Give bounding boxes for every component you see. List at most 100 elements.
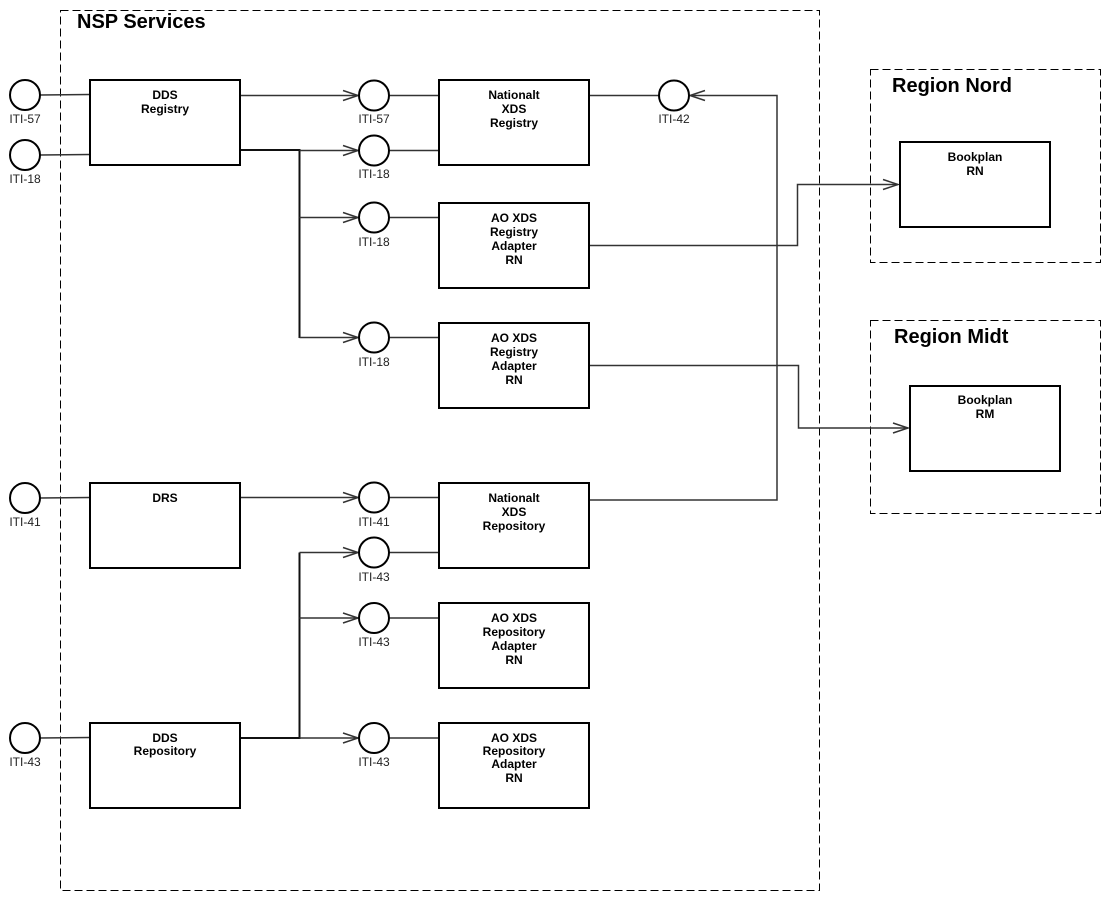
interface-label: ITI-43: [358, 570, 390, 584]
component-label: Repository: [483, 519, 546, 533]
interface-label: ITI-57: [9, 112, 41, 126]
interface-ao-reg1-iti18[interactable]: ITI-18: [358, 201, 390, 250]
component-ao-xds-repository-adapter-1[interactable]: AO XDS Repository Adapter RN: [438, 602, 590, 689]
region-nord-frame: [870, 69, 1101, 263]
component-label: RN: [505, 653, 522, 667]
component-label: Registry: [141, 102, 189, 116]
interface-label: ITI-43: [358, 755, 390, 769]
interface-circle-icon: [9, 79, 41, 111]
component-bookplan-rm[interactable]: Bookplan RM: [909, 385, 1061, 472]
conn-ext-iti41: [39, 496, 91, 499]
region-midt-title: Region Midt: [894, 326, 1009, 348]
component-label: Adapter: [491, 239, 537, 253]
interface-label: ITI-43: [9, 755, 41, 769]
group-region-nord: Region Nord: [870, 69, 1101, 263]
component-ao-xds-repository-adapter-2[interactable]: AO XDS Repository Adapter RN: [438, 722, 590, 809]
interface-circle-icon: [358, 481, 390, 514]
interface-circle-icon: [9, 139, 41, 171]
component-nationalt-xds-repository[interactable]: Nationalt XDS Repository: [438, 482, 590, 569]
interface-ao-reg2-iti18[interactable]: ITI-18: [358, 321, 390, 370]
component-label: AO XDS: [491, 211, 537, 225]
interface-label: ITI-18: [358, 235, 390, 249]
interface-nat-repo-iti43[interactable]: ITI-43: [358, 536, 390, 585]
interface-label: ITI-42: [658, 112, 690, 126]
interface-circle-icon: [358, 321, 390, 354]
component-dds-registry[interactable]: DDS Registry: [89, 79, 241, 166]
interface-ext-iti41[interactable]: ITI-41: [9, 482, 41, 529]
component-label: Repository: [483, 744, 546, 758]
interface-label: ITI-43: [358, 635, 390, 649]
conn-dds-repository-bus: [240, 552, 301, 739]
interface-circle-icon: [658, 79, 690, 112]
conn-ext-iti57: [39, 93, 91, 96]
interface-nat-reg-iti57[interactable]: ITI-57: [358, 79, 390, 127]
component-bookplan-rn[interactable]: Bookplan RN: [899, 141, 1051, 228]
component-label: Bookplan: [958, 393, 1013, 407]
interface-circle-icon: [9, 482, 41, 514]
conn-ao-reg1-to-bookplan-rn: [589, 183, 898, 247]
conn-nat-repo-to-iti42: [589, 94, 778, 501]
component-ao-xds-registry-adapter-2[interactable]: AO XDS Registry Adapter RN: [438, 322, 590, 409]
component-label: Registry: [490, 225, 538, 239]
interface-label: ITI-41: [358, 515, 390, 529]
group-region-midt: Region Midt: [870, 320, 1101, 514]
conn-ext-iti43: [39, 736, 91, 739]
component-drs[interactable]: DRS: [89, 482, 241, 569]
region-midt-frame: [870, 320, 1101, 514]
component-label: Repository: [134, 744, 197, 758]
interface-circle-icon: [358, 602, 390, 634]
nsp-services-title: NSP Services: [77, 11, 206, 33]
component-nationalt-xds-registry[interactable]: Nationalt XDS Registry: [438, 79, 590, 166]
interface-circle-icon: [358, 79, 390, 112]
component-label: RN: [966, 164, 983, 178]
interface-ext-iti57[interactable]: ITI-57: [9, 79, 41, 126]
component-label: Repository: [483, 625, 546, 639]
interface-ext-iti43[interactable]: ITI-43: [9, 722, 41, 769]
component-label: DDS: [152, 88, 177, 102]
component-label: XDS: [502, 505, 527, 519]
component-label: Registry: [490, 345, 538, 359]
component-label: AO XDS: [491, 611, 537, 625]
component-ao-xds-registry-adapter-1[interactable]: AO XDS Registry Adapter RN: [438, 202, 590, 289]
interface-nat-repo-iti41[interactable]: ITI-41: [358, 481, 390, 530]
component-label: RN: [505, 771, 522, 785]
interface-label: ITI-57: [358, 112, 390, 126]
interface-circle-icon: [358, 722, 390, 754]
interface-nat-reg-iti42[interactable]: ITI-42: [658, 79, 690, 127]
interface-circle-icon: [358, 536, 390, 569]
component-label: Registry: [490, 116, 538, 130]
interface-label: ITI-41: [9, 515, 41, 529]
component-label: Adapter: [491, 359, 537, 373]
interface-ao-repo1-iti43[interactable]: ITI-43: [358, 602, 390, 649]
component-label: DRS: [152, 491, 177, 505]
interface-circle-icon: [358, 201, 390, 234]
component-label: RN: [505, 373, 522, 387]
interface-label: ITI-18: [358, 167, 390, 181]
interface-circle-icon: [358, 134, 390, 167]
region-nord-title: Region Nord: [892, 75, 1012, 97]
component-label: DDS: [152, 731, 177, 745]
arrow-head: [882, 178, 901, 191]
connectors: [39, 89, 911, 744]
nsp-services-frame: [60, 10, 820, 891]
arrow-head: [892, 422, 911, 434]
interface-label: ITI-18: [9, 172, 41, 186]
component-label: XDS: [502, 102, 527, 116]
interface-nat-reg-iti18[interactable]: ITI-18: [358, 134, 390, 182]
component-label: AO XDS: [491, 331, 537, 345]
conn-ext-iti18: [39, 153, 91, 156]
component-dds-repository[interactable]: DDS Repository: [89, 722, 241, 809]
interface-ao-repo2-iti43[interactable]: ITI-43: [358, 722, 390, 769]
interface-ext-iti18[interactable]: ITI-18: [9, 139, 41, 186]
group-nsp-services: NSP Services: [60, 10, 820, 891]
component-label: Nationalt: [488, 491, 539, 505]
component-label: AO XDS: [491, 731, 537, 745]
component-label: Nationalt: [488, 88, 539, 102]
interface-label: ITI-18: [358, 355, 390, 369]
component-label: RM: [976, 407, 995, 421]
component-label: Adapter: [491, 639, 537, 653]
conn-ao-reg2-to-bookplan-rm: [589, 364, 908, 429]
conn-dds-registry-bus: [240, 149, 301, 338]
interface-circle-icon: [9, 722, 41, 754]
